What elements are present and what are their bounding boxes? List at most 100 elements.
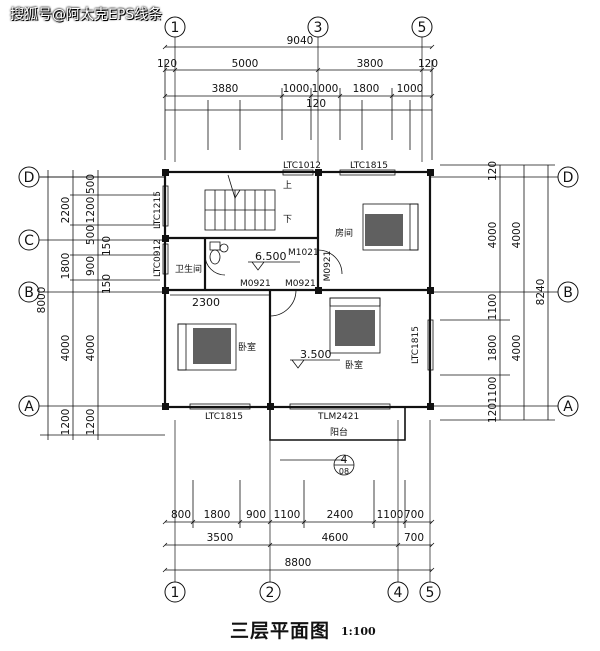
dim-text: 700	[404, 532, 424, 544]
dim-text: 120	[487, 161, 499, 181]
dim-text-top: 9040 120 5000 3800 120 3880 1000 1000 18…	[157, 35, 438, 110]
dim-text: 120	[157, 58, 177, 70]
dim-text: 900	[246, 509, 266, 521]
dim-text-left: 8000 2200 1800 4000 1200 500 1200 500 90…	[36, 174, 113, 435]
dim-text: 1800	[353, 83, 380, 95]
windows	[162, 169, 434, 410]
dims-top	[162, 44, 435, 160]
axis-label: 5	[418, 20, 427, 36]
axis-label: 3	[314, 20, 323, 36]
drawing-scale: 1:100	[341, 625, 376, 638]
room-label: 卧室	[238, 341, 256, 353]
dim-text: 4000	[60, 335, 72, 362]
dim-text: 1000	[312, 83, 339, 95]
stair-label: 下	[283, 215, 292, 225]
dim-text: 1200	[60, 409, 72, 436]
room-label: 阳台	[330, 426, 348, 438]
dim-text-right: 120 4000 1100 1800 1100 120 4000 4000 82…	[487, 161, 547, 423]
axis-label: 1	[171, 585, 180, 601]
dim-text: 8800	[285, 557, 312, 569]
axis-bubbles-bottom: 1 2 4 5	[164, 581, 441, 603]
dims-left	[40, 170, 165, 440]
dim-text: 3880	[212, 83, 239, 95]
bed-ne	[362, 203, 419, 251]
room-label: 卧室	[345, 359, 363, 371]
dim-text: 8000	[36, 287, 48, 314]
window-label: LTC1815	[205, 412, 243, 422]
axis-label: 1	[171, 20, 180, 36]
drawing-title: 三层平面图	[230, 620, 331, 642]
window-label: TLM2421	[317, 412, 359, 422]
axis-label: 4	[394, 585, 403, 601]
axis-lines	[39, 37, 558, 582]
dim-text: 500	[85, 174, 97, 194]
toilet	[209, 241, 229, 265]
axis-label: B	[24, 285, 34, 301]
elevation-marks	[248, 261, 340, 369]
dim-text-bottom: 800 1800 900 1100 2400 1100 700 3500 460…	[171, 509, 424, 569]
bed-sw	[177, 323, 237, 371]
dim-text: 3800	[357, 58, 384, 70]
dims-right	[440, 164, 555, 421]
elevation-text: 6.500	[255, 250, 287, 263]
dim-text: 500	[85, 225, 97, 245]
dim-text: 120	[487, 403, 499, 423]
dim-text: 5000	[232, 58, 259, 70]
dim-text: 1200	[85, 409, 97, 436]
dim-text: 150	[101, 236, 113, 256]
dim-text: 1000	[397, 83, 424, 95]
axis-bubbles-right: D B A	[557, 166, 579, 417]
dim-text: 1100	[487, 294, 499, 321]
bed-main	[329, 297, 381, 354]
door-label: M0921	[240, 279, 271, 289]
window-label: LTC1815	[350, 161, 388, 171]
axis-label: 5	[426, 585, 435, 601]
section-mark	[280, 454, 355, 476]
dim-text: 1000	[283, 83, 310, 95]
doors	[204, 249, 343, 317]
door-label: M0921	[323, 251, 333, 282]
dim-text: 1200	[85, 197, 97, 224]
dim-text: 8240	[535, 279, 547, 306]
dim-text: 1800	[204, 509, 231, 521]
axis-label: A	[24, 399, 34, 415]
stairs	[204, 174, 276, 231]
dim-text: 4000	[85, 335, 97, 362]
dims-bottom	[162, 480, 435, 573]
section-sheet: 08	[339, 467, 349, 476]
stair-label: 上	[283, 180, 292, 191]
window-label: LTC1815	[411, 326, 421, 364]
dim-text: 120	[306, 98, 326, 110]
axis-label: C	[24, 233, 34, 249]
watermark: 搜狐号@阿太克EPS线条	[10, 7, 163, 23]
dim-text: 1800	[60, 253, 72, 280]
room-label: 卫生间	[175, 263, 202, 275]
axis-label: B	[563, 285, 573, 301]
hall-dim-text: 2300	[192, 296, 220, 309]
dim-text: 4000	[511, 335, 523, 362]
columns	[162, 169, 434, 410]
dim-text: 2200	[60, 197, 72, 224]
dim-text: 1100	[487, 377, 499, 404]
dim-text: 800	[171, 509, 191, 521]
dim-text: 9040	[287, 35, 314, 47]
room-label: 房间	[335, 227, 353, 239]
dim-text: 1800	[487, 335, 499, 362]
dim-text: 900	[85, 256, 97, 276]
dim-text: 700	[404, 509, 424, 521]
axis-label: 2	[266, 585, 275, 601]
labels: LTC1012 LTC1815 LTC1215 LTC0912 LTC1815 …	[153, 161, 421, 476]
elevation-text: 3.500	[300, 348, 332, 361]
dim-text: 4000	[511, 222, 523, 249]
dim-text: 2400	[327, 509, 354, 521]
dim-text: 1100	[377, 509, 404, 521]
dim-text: 4600	[322, 532, 349, 544]
axis-bubbles-top: 1 3 5	[164, 16, 433, 38]
window-label: LTC1012	[283, 161, 321, 171]
dim-text: 1100	[274, 509, 301, 521]
axis-label: D	[563, 170, 574, 186]
door-label: M0921	[285, 279, 316, 289]
axis-label: A	[563, 399, 573, 415]
dim-text: 4000	[487, 222, 499, 249]
